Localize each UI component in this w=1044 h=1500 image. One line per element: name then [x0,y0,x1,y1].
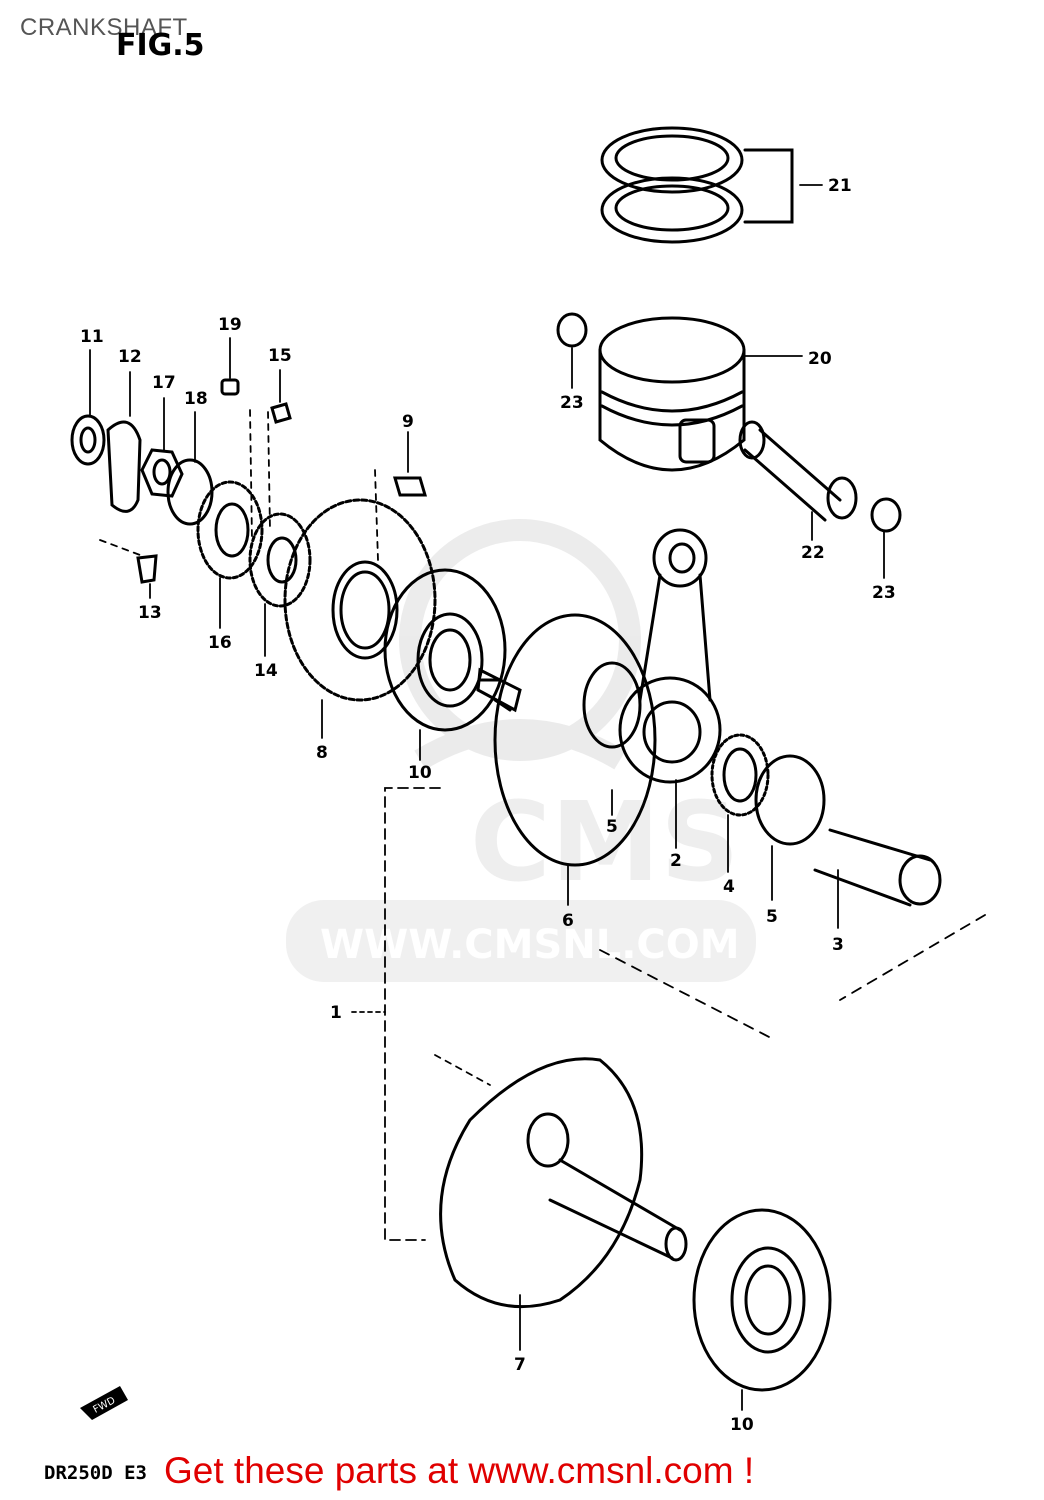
callout-16: 16 [208,633,232,653]
callout-7: 7 [514,1355,526,1375]
lock-plate [106,420,142,513]
piston [598,316,746,472]
callout-17: 17 [152,373,176,393]
callout-15: 15 [268,346,292,366]
callout-18: 18 [184,389,208,409]
bearing-upper [383,568,507,732]
callout-19: 19 [218,315,242,335]
assembly-bracket [99,409,986,1241]
key-15 [270,402,292,424]
callout-numbers: 21 20 23 23 22 11 12 17 18 19 15 9 13 16… [80,176,896,1435]
callout-20: 20 [808,349,832,369]
callout-9: 9 [402,412,414,432]
crankshaft-journal [548,1158,688,1262]
thrust-washer-outer [754,754,826,846]
watermark-logo-text: CMS [470,778,739,906]
callout-23-left: 23 [560,393,584,413]
needle-bearing [710,733,770,817]
callout-2: 2 [670,851,682,871]
watermark: CMS WWW.CMSNL.COM [286,519,756,982]
leader-lines [89,184,885,1411]
callout-5-outer: 5 [766,907,778,927]
callout-12: 12 [118,347,142,367]
callout-6: 6 [562,911,574,931]
callout-13: 13 [138,603,162,623]
callout-14: 14 [254,661,278,681]
callout-10-lower: 10 [730,1415,754,1435]
connecting-rod [618,528,722,784]
pin-19 [220,378,240,396]
callout-10-upper: 10 [408,763,432,783]
crank-nut [140,448,184,498]
callout-4: 4 [723,877,735,897]
callout-22: 22 [801,543,825,563]
piston-rings [600,126,794,244]
bolt [136,554,158,584]
callout-5-inner: 5 [606,817,618,837]
watermark-url-box [286,900,756,982]
balancer-gear [248,512,312,608]
oil-seal [70,414,106,466]
watermark-url-text: WWW.CMSNL.COM [320,922,740,968]
primary-gear [283,498,437,702]
model-code: DR250D E3 [44,1462,147,1484]
forward-arrow: FWD [80,1386,128,1420]
figure-label: FIG.5 [116,28,205,63]
callout-11: 11 [80,327,104,347]
piston-pin [738,420,858,522]
shaft-stub [476,667,522,713]
circlip-left [556,312,588,348]
get-parts-link[interactable]: Get these parts at www.cmsnl.com ! [164,1450,755,1491]
callout-21: 21 [828,176,852,196]
callout-1: 1 [330,1003,342,1023]
circlip-right [870,497,902,533]
crank-pin [813,828,942,907]
drive-gear [196,480,264,580]
callout-23-right: 23 [872,583,896,603]
bearing-lower [692,1208,832,1392]
callout-8: 8 [316,743,328,763]
crank-web-left [439,1057,644,1309]
page-title: CRANKSHAFT [20,14,188,41]
thrust-washer-inner [582,661,642,749]
key [392,476,428,497]
callout-3: 3 [832,935,844,955]
